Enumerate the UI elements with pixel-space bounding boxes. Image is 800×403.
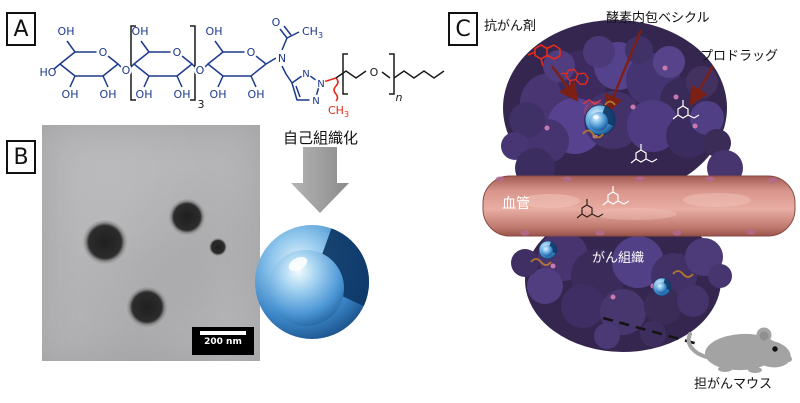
peg-repeat-subscript: n	[396, 91, 403, 104]
acetyl-ch3-label: CH3	[302, 25, 323, 40]
oh-label: OH	[248, 88, 265, 101]
endothelial-cells	[495, 176, 778, 236]
saccharide-atom-labels: OH OH OH HO OH OH OH OH OH OH O O O O O …	[40, 16, 325, 107]
ch3-subscript: 3	[344, 110, 349, 119]
atom-halos	[96, 16, 380, 106]
mouse-head	[751, 340, 791, 368]
amide-nitrogen-label: N	[278, 52, 286, 65]
vesicle-small	[584, 104, 616, 136]
prodrug-arrow	[689, 65, 715, 107]
oh-label: OH	[210, 88, 227, 101]
triazole-n-label: N	[312, 96, 319, 107]
backbone-ch3-label: CH3	[328, 104, 349, 119]
scale-bar-label: 200 nm	[204, 337, 242, 347]
prodrug-molecule	[602, 186, 630, 206]
anticancer-molecules	[527, 44, 602, 105]
mouse-foot	[718, 366, 732, 372]
prodrug-molecule	[672, 100, 700, 120]
black-labels: 3 O n	[198, 66, 403, 111]
anticancer-drug-label: 抗がん剤	[484, 19, 537, 34]
oh-label: OH	[100, 88, 117, 101]
nanoparticle	[83, 220, 127, 264]
panel-a-label: A	[6, 12, 36, 46]
mouse-silhouette	[686, 327, 792, 373]
vesicle-small	[652, 277, 672, 297]
nanoparticle	[209, 238, 227, 256]
panel-b-letter: B	[13, 144, 29, 170]
scale-bar: 200 nm	[192, 327, 254, 355]
sugar-repeat-subscript: 3	[198, 98, 205, 111]
tem-micrograph: 200 nm	[42, 125, 260, 361]
mouse-foot	[748, 367, 762, 373]
cancer-tissue-label: がん組織	[592, 251, 645, 266]
glycosidic-oxygen-label: O	[196, 64, 205, 77]
oh-label: OH	[206, 25, 223, 38]
enzyme-vesicle-arrow	[604, 29, 643, 115]
carbonyl-oxygen-label: O	[272, 16, 281, 29]
down-arrow-icon	[291, 147, 349, 213]
peg-bonds	[130, 25, 445, 101]
panel-c-label: C	[448, 12, 478, 46]
mouse-ear-inner	[759, 331, 769, 341]
ch3-subscript: 3	[318, 31, 323, 40]
vesicle-illustration	[255, 225, 370, 339]
vesicle-small	[538, 240, 558, 260]
glycosidic-oxygen-label: O	[122, 64, 131, 77]
prodrug-molecule	[630, 144, 658, 164]
tumor-mouse-label: 担がんマウス	[694, 377, 773, 392]
chemical-structure: OH OH OH HO OH OH OH OH OH OH O O O O O …	[40, 16, 445, 119]
blood-vessel-label: 血管	[502, 196, 530, 212]
enzyme-vesicle-label: 酵素内包ベシクル	[606, 11, 710, 26]
oh-label: OH	[136, 88, 153, 101]
vesicle-inner-core	[268, 250, 344, 326]
ho-label: HO	[40, 66, 57, 79]
converted-drug-molecule	[576, 199, 604, 219]
anticancer-arrow	[551, 65, 579, 102]
blood-vessel	[482, 175, 796, 237]
tumor-illustration	[482, 20, 796, 373]
oh-label: OH	[58, 25, 75, 38]
prodrug-label: プロドラッグ	[700, 49, 779, 64]
nanoparticle	[169, 199, 205, 235]
oh-label: OH	[62, 88, 79, 101]
triazole-n-label: N	[302, 69, 309, 80]
mouse-eye	[772, 346, 778, 352]
prodrug-molecules	[576, 100, 700, 219]
panel-c-letter: C	[455, 16, 471, 42]
ring-oxygen-label: O	[99, 46, 108, 59]
panel-a-letter: A	[13, 16, 29, 42]
oh-label: OH	[174, 88, 191, 101]
self-assembly-label: 自己組織化	[283, 129, 359, 147]
oh-label: OH	[132, 25, 149, 38]
vesicle-highlight	[288, 256, 308, 272]
ring-oxygen-label: O	[173, 46, 182, 59]
panel-b-label: B	[6, 140, 36, 174]
ch-text: CH	[328, 104, 344, 117]
scale-bar-line	[200, 331, 246, 335]
self-assembly-arrow	[291, 147, 349, 213]
triazole-n-label: N	[317, 79, 324, 90]
ring-oxygen-label: O	[247, 46, 256, 59]
mouse-nose	[786, 356, 792, 362]
peg-oxygen-label: O	[370, 66, 379, 79]
ch-text: CH	[302, 25, 318, 38]
enzyme-squiggle	[530, 100, 694, 278]
nanoparticle	[127, 287, 167, 327]
mouse-tail	[686, 332, 709, 359]
